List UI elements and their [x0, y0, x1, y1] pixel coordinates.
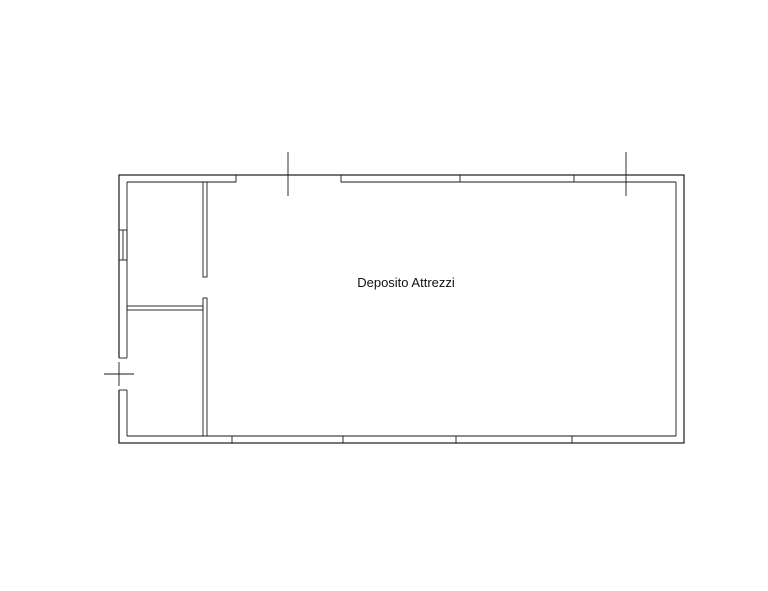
- outer-wall: [118, 174, 685, 444]
- partition-walls: [126, 181, 208, 437]
- room-label-deposito-attrezzi: Deposito Attrezzi: [357, 275, 455, 290]
- dimension-marks: [287, 152, 627, 196]
- left-door-opening: [104, 357, 134, 391]
- left-window: [118, 229, 128, 261]
